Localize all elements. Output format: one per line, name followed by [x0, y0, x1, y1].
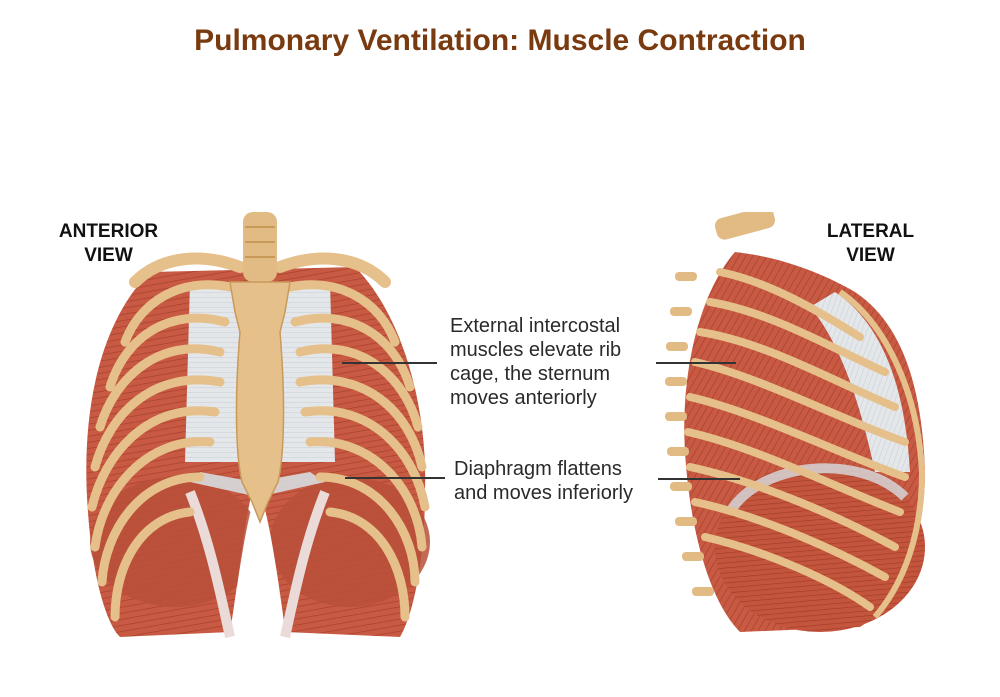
- anterior-ribcage-illustration: [86, 212, 430, 639]
- intercostal-callout: External intercostal muscles elevate rib…: [450, 314, 621, 410]
- diaphragm-leader-line-right: [658, 478, 740, 480]
- intercostal-callout-line4: moves anteriorly: [450, 387, 597, 409]
- diaphragm-leader-line-left: [345, 477, 445, 479]
- lateral-view-label: LATERAL VIEW: [808, 220, 933, 268]
- intercostal-leader-line-left: [342, 362, 437, 364]
- intercostal-callout-line3: cage, the sternum: [450, 363, 611, 385]
- intercostal-callout-line2: muscles elevate rib: [450, 339, 622, 361]
- diagram-title: Pulmonary Ventilation: Muscle Contractio…: [194, 24, 806, 57]
- anterior-label-line2: VIEW: [84, 245, 133, 266]
- anterior-label-line1: ANTERIOR: [58, 221, 159, 242]
- intercostal-callout-line1: External intercostal: [450, 315, 621, 337]
- diaphragm-callout-line2: and moves inferiorly: [454, 482, 633, 504]
- intercostal-leader-line-right: [656, 362, 736, 364]
- diaphragm-callout-line1: Diaphragm flattens: [454, 458, 622, 480]
- lateral-label-line1: LATERAL: [826, 221, 915, 242]
- lateral-label-line2: VIEW: [846, 245, 895, 266]
- anterior-view-label: ANTERIOR VIEW: [46, 220, 171, 268]
- diaphragm-callout: Diaphragm flattens and moves inferiorly: [454, 457, 633, 505]
- lateral-ribcage-illustration: [665, 212, 926, 632]
